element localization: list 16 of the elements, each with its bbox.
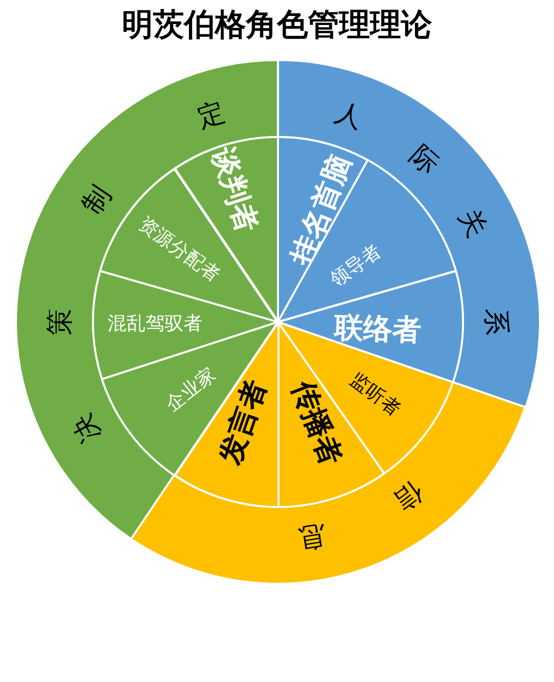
category-label: 关 (454, 204, 490, 242)
title: 明茨伯格角色管理理论 (121, 6, 433, 45)
category-label: 制 (78, 181, 116, 219)
category-label: 际 (404, 140, 443, 180)
category-label: 信 (390, 477, 428, 515)
role-label: 混乱驾驭者 (108, 314, 203, 334)
role-label: 联络者 (334, 312, 422, 345)
role-label: 监听者 (346, 370, 404, 420)
category-label: 系 (482, 308, 510, 336)
category-label: 决 (68, 409, 106, 446)
role-label: 领导者 (327, 241, 384, 290)
role-label: 传播者 (288, 377, 346, 469)
category-label: 策 (46, 308, 74, 336)
category-label: 人 (332, 98, 366, 134)
category-label: 定 (194, 98, 228, 132)
category-label: 息 (296, 522, 328, 553)
